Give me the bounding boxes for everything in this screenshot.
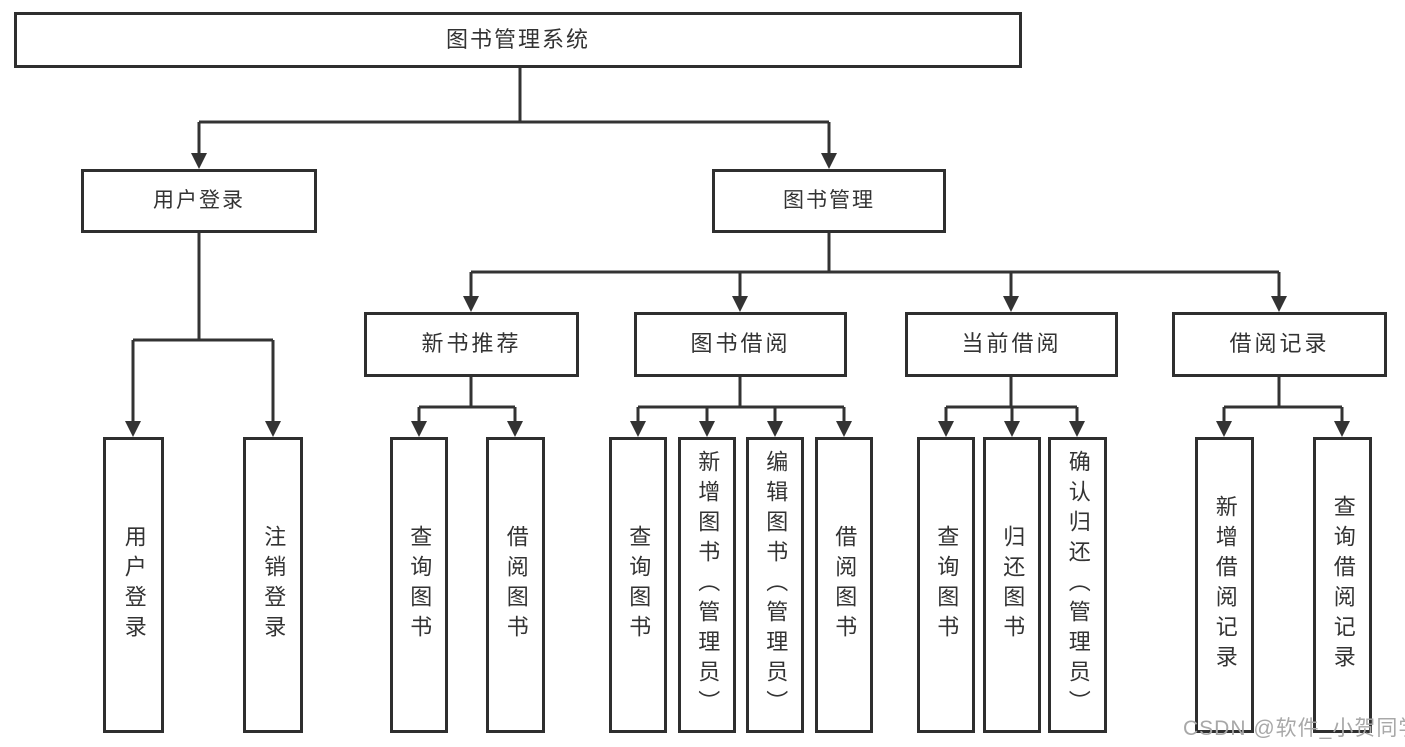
arrowhead-icon — [265, 421, 281, 437]
arrowhead-icon — [836, 421, 852, 437]
node-user-login-branch: 用户登录 — [81, 169, 317, 233]
node-borrow-records: 借阅记录 — [1172, 312, 1387, 377]
arrowhead-icon — [1003, 296, 1019, 312]
arrowhead-icon — [507, 421, 523, 437]
node-library-management-system: 图书管理系统 — [14, 12, 1022, 68]
arrowhead-icon — [191, 153, 207, 169]
node-borrow-book: 借阅图书 — [815, 437, 873, 733]
node-add-borrow-record: 新增借阅记录 — [1195, 437, 1254, 733]
node-new-book-recommend: 新书推荐 — [364, 312, 579, 377]
arrowhead-icon — [630, 421, 646, 437]
arrowhead-icon — [1216, 421, 1232, 437]
node-user-login: 用户登录 — [103, 437, 164, 733]
node-current-borrow: 当前借阅 — [905, 312, 1118, 377]
arrowhead-icon — [767, 421, 783, 437]
arrowhead-icon — [1271, 296, 1287, 312]
node-book-management-branch: 图书管理 — [712, 169, 946, 233]
arrowhead-icon — [938, 421, 954, 437]
arrowhead-icon — [411, 421, 427, 437]
node-add-book-admin: 新增图书（管理员） — [678, 437, 736, 733]
connector-path — [131, 68, 1344, 424]
arrowhead-icon — [463, 296, 479, 312]
node-return-book: 归还图书 — [983, 437, 1041, 733]
arrowhead-icon — [125, 421, 141, 437]
node-query-book-recommend: 查询图书 — [390, 437, 448, 733]
node-edit-book-admin: 编辑图书（管理员） — [746, 437, 804, 733]
csdn-watermark: CSDN @软件_小贺同学 — [1183, 717, 1405, 740]
node-logout-login: 注销登录 — [243, 437, 303, 733]
arrowhead-icon — [1334, 421, 1350, 437]
node-borrow-book-recommend: 借阅图书 — [486, 437, 545, 733]
node-query-book-borrow: 查询图书 — [609, 437, 667, 733]
arrowhead-icon — [1069, 421, 1085, 437]
node-query-borrow-record: 查询借阅记录 — [1313, 437, 1372, 733]
arrowhead-icon — [821, 153, 837, 169]
connector-arrowheads — [125, 153, 1350, 437]
node-query-book-current: 查询图书 — [917, 437, 975, 733]
arrowhead-icon — [732, 296, 748, 312]
arrowhead-icon — [1004, 421, 1020, 437]
node-book-borrow: 图书借阅 — [634, 312, 847, 377]
arrowhead-icon — [699, 421, 715, 437]
node-confirm-return-admin: 确认归还（管理员） — [1048, 437, 1107, 733]
